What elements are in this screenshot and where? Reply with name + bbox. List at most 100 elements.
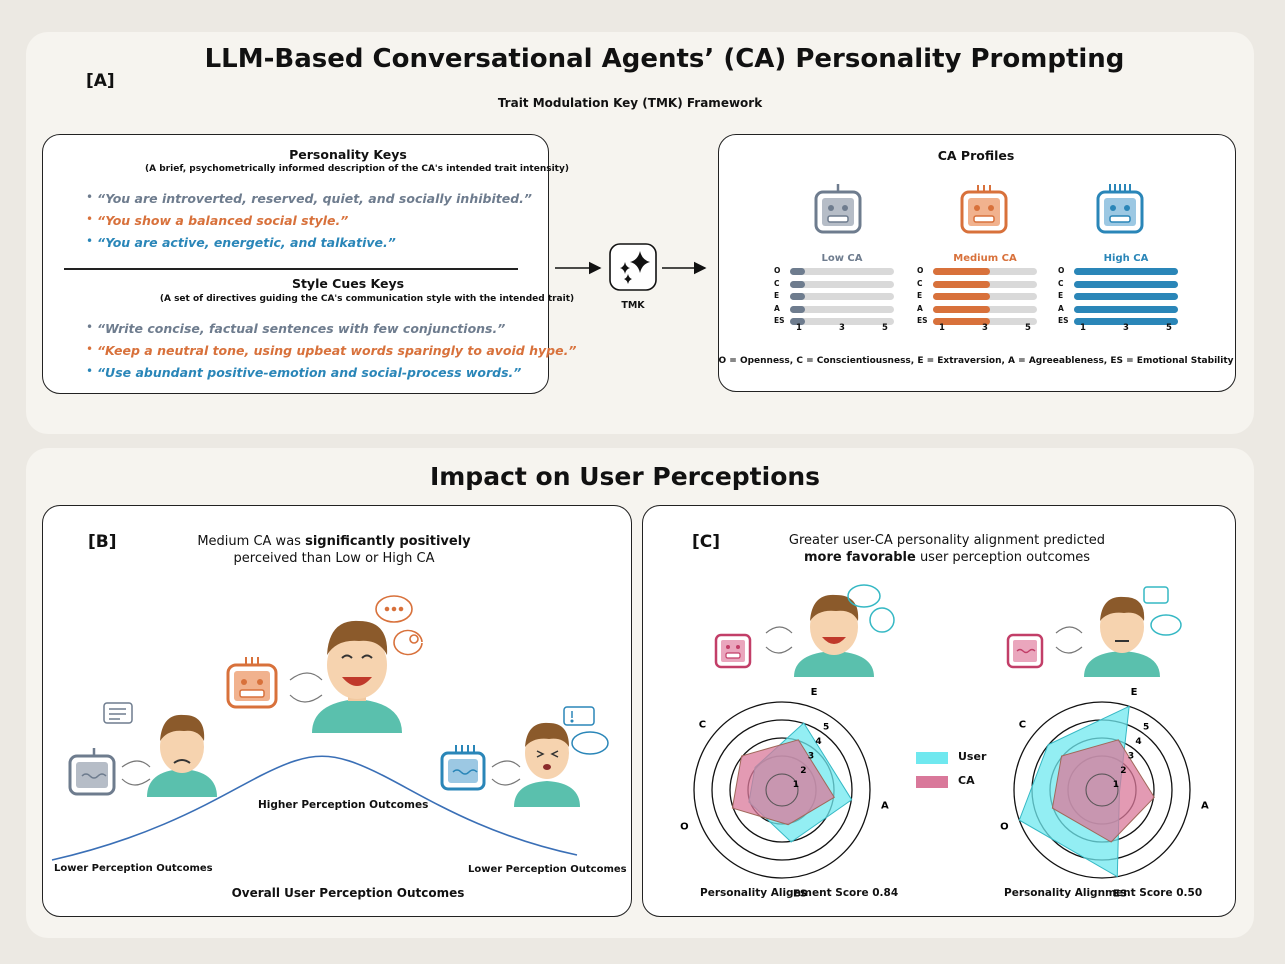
axis-tick: 1	[1080, 323, 1086, 333]
legend-ca-swatch	[916, 776, 948, 788]
low-robot-icon	[814, 184, 862, 234]
trait-label: E	[1058, 291, 1064, 300]
pink-robot-icon	[714, 633, 752, 669]
stressed-user-icon	[514, 722, 580, 807]
radar-ring-label: 2	[800, 766, 806, 776]
framework-subtitle: Trait Modulation Key (TMK) Framework	[497, 96, 763, 110]
lower-outcomes-right: Lower Perception Outcomes	[468, 864, 627, 875]
radar-axis-label: C	[1019, 719, 1026, 730]
radar-ring	[693, 701, 871, 879]
trait-bar-track	[790, 293, 894, 300]
trait-label: E	[917, 291, 923, 300]
panel-b-tag: [B]	[88, 532, 117, 552]
panel-c-caption: Greater user-CA personality alignment pr…	[732, 532, 1162, 566]
radar-axis-label: ES	[1113, 888, 1127, 899]
trait-bar-fill	[933, 305, 991, 313]
caption-line2: perceived than Low or High CA	[233, 551, 435, 566]
axis-tick: 1	[796, 323, 802, 333]
trait-bar-fill	[933, 268, 991, 275]
pink-robot-icon	[1006, 633, 1044, 669]
trait-label: A	[774, 303, 780, 313]
style-cue-medium: “Keep a neutral tone, using upbeat words…	[97, 343, 577, 358]
trait-bar-fill	[790, 268, 805, 275]
axis-tick: 5	[1025, 323, 1031, 333]
radar-ring	[711, 719, 853, 861]
chat-text-icon	[103, 702, 133, 724]
legend-user-label: User	[958, 750, 987, 763]
medium-robot-icon	[960, 185, 1008, 234]
keys-card	[42, 134, 549, 394]
radar-axis-label: ES	[793, 888, 807, 899]
trait-bar-fill	[790, 293, 805, 300]
trait-bar-fill	[1074, 318, 1178, 325]
style-cues-desc: (A set of directives guiding the CA's co…	[159, 294, 575, 304]
personality-key-low: “You are introverted, reserved, quiet, a…	[97, 191, 532, 206]
low-robot-icon	[68, 748, 116, 796]
trait-bar-fill	[1074, 305, 1178, 313]
style-cue-high: “Use abundant positive-emotion and socia…	[97, 365, 522, 380]
main-title: LLM-Based Conversational Agents’ (CA) Pe…	[204, 44, 1125, 74]
axis-tick: 3	[982, 323, 988, 333]
higher-outcomes-label: Higher Perception Outcomes	[258, 799, 429, 811]
radar-ring-label: 5	[823, 723, 829, 733]
caption-pre: Medium CA was	[197, 534, 306, 549]
personality-keys-desc: (A brief, psychometrically informed desc…	[145, 164, 569, 174]
radar-ring	[1013, 701, 1191, 879]
radar-axis-label: C	[699, 719, 706, 730]
panel-b-caption: Medium CA was significantly positively p…	[130, 533, 538, 567]
ca-radar-polygon	[731, 739, 835, 826]
chat-bubble-icon	[375, 595, 423, 656]
axis-tick: 5	[882, 323, 888, 333]
caption-bold: significantly positively	[305, 534, 471, 549]
neutral-user-icon	[1084, 596, 1160, 677]
trait-label: C	[1058, 278, 1064, 288]
caption-bold: more favorable	[803, 550, 916, 565]
personality-keys-title: Personality Keys	[289, 147, 407, 162]
trait-label: ES	[917, 316, 928, 325]
profile-group-label: Low CA	[821, 253, 863, 264]
panel-a-tag: [A]	[86, 71, 115, 91]
trait-label: O	[1058, 266, 1065, 275]
radar-axis-label: A	[881, 800, 889, 811]
tmk-flow	[555, 243, 707, 291]
trait-bar-fill	[1074, 268, 1178, 275]
radar-axis-label: O	[680, 822, 689, 833]
keys-divider	[64, 268, 518, 270]
medium-robot-icon	[226, 657, 278, 709]
exchange-arrow-icon	[765, 626, 793, 634]
personality-key-medium: “You show a balanced social style.”	[97, 213, 349, 228]
radar-ring-label: 1	[1113, 780, 1119, 790]
trait-label: O	[917, 266, 924, 275]
bell-curve	[51, 755, 578, 861]
chat-bubble-icon	[847, 584, 895, 633]
trait-bar-fill	[1074, 280, 1178, 288]
trait-bar-fill	[790, 318, 805, 325]
trait-label: A	[1058, 303, 1064, 313]
panel-c-tag: [C]	[692, 532, 721, 552]
trait-label: E	[774, 291, 780, 300]
trait-bar-fill	[933, 293, 991, 300]
trait-bar-fill	[1074, 293, 1178, 300]
ca-profiles-title: CA Profiles	[937, 148, 1015, 163]
exchange-arrow-icon	[491, 760, 521, 768]
tmk-label: TMK	[621, 300, 645, 311]
alignment-score-left: Personality Alignment Score 0.84	[700, 887, 899, 899]
radar-axis-label: E	[811, 687, 818, 698]
radar-axis-label: O	[1000, 822, 1009, 833]
alert-chat-icon	[563, 706, 609, 755]
ca-profiles-card	[718, 134, 1236, 392]
trait-bar-fill	[790, 280, 805, 288]
axis-tick: 3	[1123, 323, 1129, 333]
trait-label: ES	[1058, 316, 1069, 325]
trait-bar-track	[790, 318, 894, 325]
axis-tick: 3	[839, 323, 845, 333]
style-cues-title: Style Cues Keys	[291, 276, 405, 291]
axis-tick: 1	[939, 323, 945, 333]
exchange-arrow-icon	[121, 760, 151, 768]
sad-user-icon	[147, 714, 217, 797]
trait-bar-track	[790, 268, 894, 275]
radar-ring-label: 3	[808, 751, 814, 761]
trait-bar-fill	[790, 305, 805, 313]
radar-ring-label: 2	[1120, 766, 1126, 776]
legend-ca-label: CA	[958, 774, 975, 787]
